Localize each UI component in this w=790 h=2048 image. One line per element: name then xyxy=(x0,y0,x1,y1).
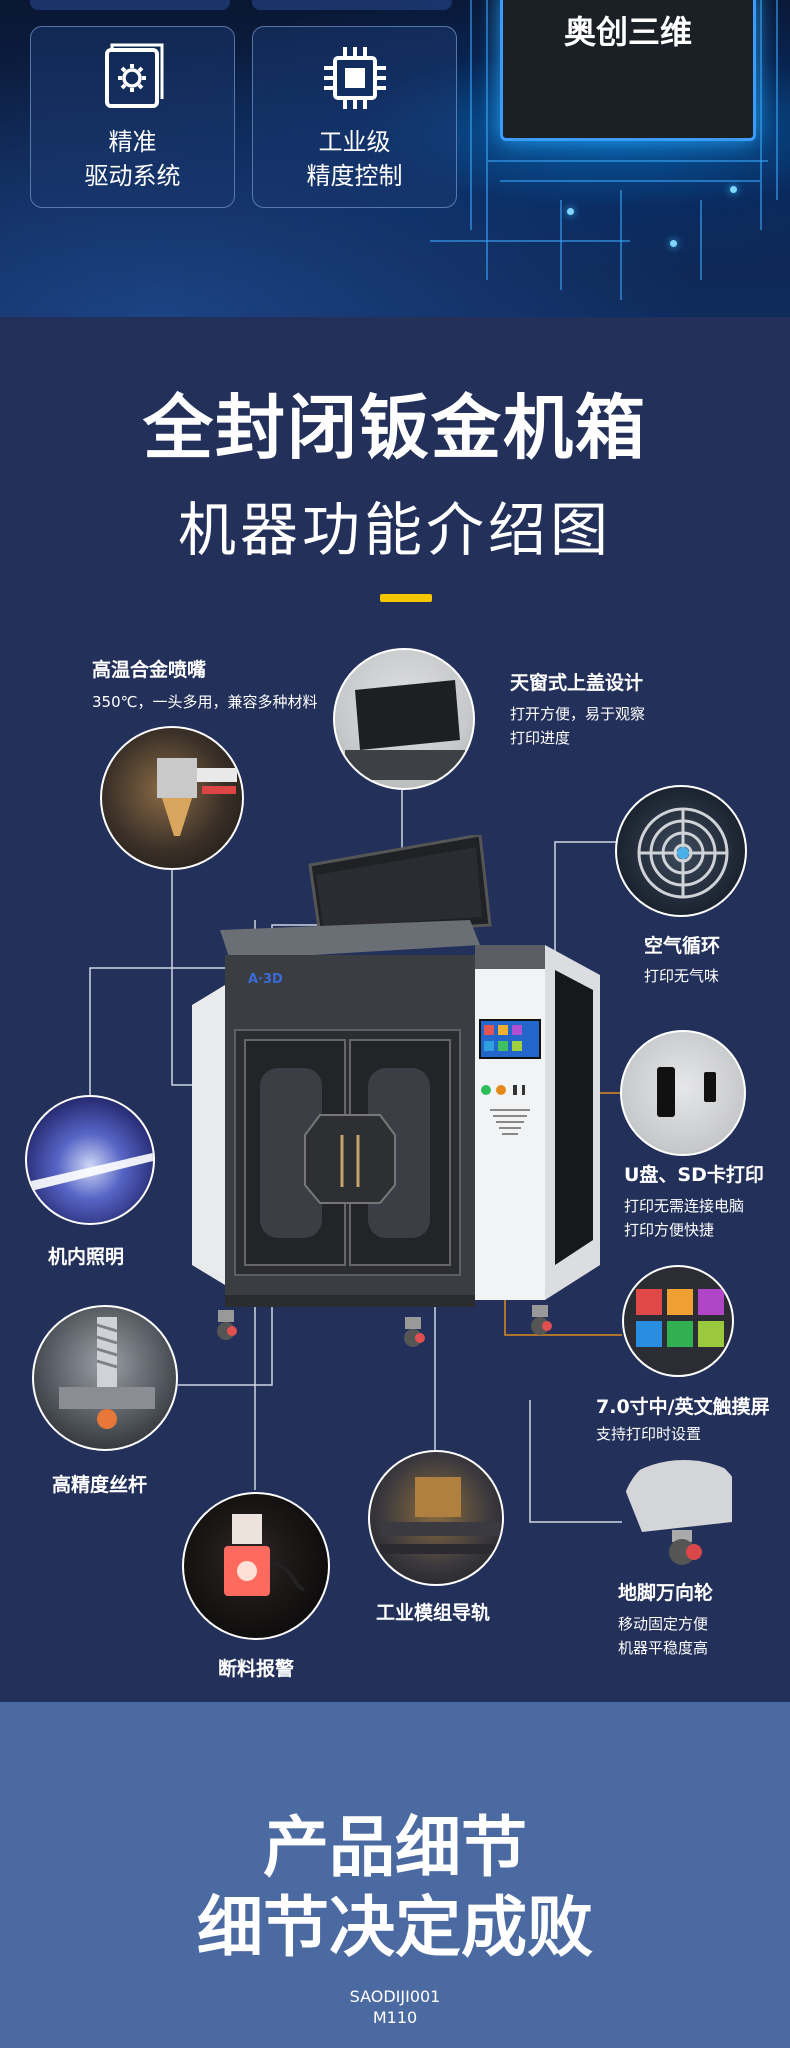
hero-top-strip xyxy=(252,0,452,10)
svg-text:A·3D: A·3D xyxy=(248,972,283,987)
usb-sd-slot-image xyxy=(620,1030,746,1156)
card-line1: 精准 xyxy=(108,128,157,156)
usb-desc-2: 打印方便快捷 xyxy=(624,1221,715,1239)
fan-grill-icon xyxy=(637,807,729,899)
hero-top-strip xyxy=(30,0,230,10)
sensor-illustration xyxy=(224,1514,305,1596)
card-line1: 工业级 xyxy=(318,128,391,156)
nozzle-image xyxy=(100,726,244,870)
card-line2: 精度控制 xyxy=(306,162,403,190)
brand-name: 奥创三维 xyxy=(563,13,692,51)
screw-illustration xyxy=(59,1317,155,1429)
caster-illustration xyxy=(622,1459,732,1565)
nozzle-title: 高温合金喷嘴 xyxy=(92,659,207,681)
usb-port-icon xyxy=(657,1067,716,1117)
printer-machine-illustration: A·3D xyxy=(192,835,600,1347)
caster-desc-1: 移动固定方便 xyxy=(618,1615,709,1633)
screen-desc: 支持打印时设置 xyxy=(596,1425,702,1443)
skylight-lid-image xyxy=(333,648,475,790)
filament-title: 断料报警 xyxy=(218,1658,295,1680)
product-detail-section: 产品细节 细节决定成败 SAODIJI001 M110 xyxy=(0,1702,790,2048)
section-title: 全封闭钣金机箱 xyxy=(143,387,647,469)
touchscreen-image xyxy=(622,1265,734,1377)
nozzle-illustration xyxy=(157,758,237,836)
usb-title: U盘、SD卡打印 xyxy=(624,1164,764,1186)
usb-desc-1: 打印无需连接电脑 xyxy=(624,1197,745,1215)
model-code: SAODIJI001 xyxy=(349,1987,441,2006)
skylight-desc-1: 打开方便，易于观察 xyxy=(510,705,646,723)
light-strip-illustration xyxy=(27,1152,153,1192)
screen-title: 7.0寸中/英文触摸屏 xyxy=(596,1396,770,1418)
detail-heading-1: 产品细节 xyxy=(263,1809,527,1886)
skylight-desc-2: 打印进度 xyxy=(510,729,571,747)
chip-icon xyxy=(323,47,386,109)
model-number: M110 xyxy=(372,2008,418,2027)
fan-image xyxy=(615,785,747,917)
card-line2: 驱动系统 xyxy=(84,162,181,190)
light-title: 机内照明 xyxy=(48,1246,125,1268)
air-title: 空气循环 xyxy=(644,935,721,957)
nozzle-desc: 350℃，一头多用，兼容多种材料 xyxy=(92,693,318,711)
screw-title: 高精度丝杆 xyxy=(52,1474,148,1496)
brand-chip: 奥创三维 xyxy=(500,0,756,141)
caster-title: 地脚万向轮 xyxy=(618,1582,714,1604)
filament-sensor-image xyxy=(182,1492,330,1640)
caster-desc-2: 机器平稳度高 xyxy=(618,1639,709,1657)
rail-title: 工业模组导轨 xyxy=(376,1602,491,1624)
skylight-title: 天窗式上盖设计 xyxy=(510,672,644,694)
hero-banner: 精准 驱动系统 工业级 精度控制 奥创三维 xyxy=(0,0,790,317)
interior-light-image xyxy=(25,1095,155,1225)
rail-illustration xyxy=(380,1477,500,1554)
accent-bar xyxy=(380,594,432,602)
gear-document-icon xyxy=(104,43,163,108)
lid-illustration xyxy=(345,680,465,780)
linear-rail-image xyxy=(368,1450,504,1586)
air-desc: 打印无气味 xyxy=(644,967,720,985)
feature-card-precision: 工业级 精度控制 xyxy=(252,26,457,208)
lead-screw-image xyxy=(32,1305,178,1451)
section-subtitle: 机器功能介绍图 xyxy=(177,496,612,564)
caster-wheel-image xyxy=(622,1452,744,1574)
feature-card-drive: 精准 驱动系统 xyxy=(30,26,235,208)
touchscreen-icons xyxy=(636,1289,724,1347)
detail-heading-2: 细节决定成败 xyxy=(197,1889,593,1966)
